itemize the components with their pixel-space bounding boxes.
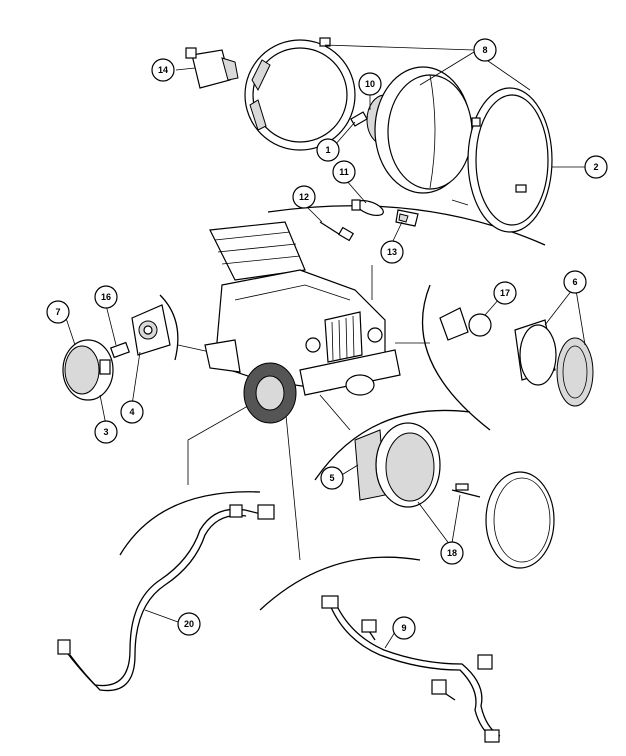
callout-8: 8 (473, 38, 497, 62)
callout-1: 1 (316, 138, 340, 162)
callout-16: 16 (94, 285, 118, 309)
svg-text:11: 11 (339, 167, 349, 177)
sidemarker-section-arc (422, 284, 491, 431)
wiring-harness-20 (57, 504, 275, 692)
wiring-harness-9 (321, 595, 501, 743)
leader-vehicle-led (319, 394, 351, 431)
svg-text:4: 4 (129, 407, 134, 417)
led-lens-18 (485, 471, 555, 569)
callout-9: 9 (392, 616, 416, 640)
svg-text:3: 3 (103, 427, 108, 437)
callout-13: 13 (380, 240, 404, 264)
callout-11: 11 (332, 160, 356, 184)
led-bulb-18 (451, 483, 481, 498)
callout-20: 20 (177, 612, 201, 636)
svg-text:1: 1 (325, 145, 330, 155)
callout-2: 2 (584, 155, 608, 179)
headlamp-bezel (451, 87, 553, 233)
leader-vehicle-h20 (187, 397, 263, 485)
svg-text:8: 8 (482, 45, 487, 55)
foglamp-section-arc (159, 294, 179, 361)
callout-14: 14 (151, 58, 175, 82)
callout-12: 12 (292, 185, 316, 209)
svg-text:5: 5 (329, 473, 334, 483)
leader-vehicle-h9 (284, 404, 301, 561)
callout-5: 5 (320, 466, 344, 490)
side-lamp-bulb-17 (439, 307, 492, 341)
led-section-arc (314, 409, 471, 481)
headlamp-module-14 (185, 47, 239, 89)
callout-6: 6 (563, 270, 587, 294)
bulb-12 (319, 221, 355, 242)
svg-text:14: 14 (158, 65, 168, 75)
harness9-section-arc (259, 556, 421, 611)
svg-text:9: 9 (401, 623, 406, 633)
harness20-section-arc (119, 491, 261, 556)
svg-text:17: 17 (500, 288, 510, 298)
fog-bracket-4 (131, 304, 171, 356)
svg-text:18: 18 (447, 548, 457, 558)
svg-text:20: 20 (184, 619, 194, 629)
svg-text:6: 6 (572, 277, 577, 287)
side-lamp-housing-6 (514, 319, 557, 386)
callout-3: 3 (94, 420, 118, 444)
callout-17: 17 (493, 281, 517, 305)
callout-leaders (65, 44, 586, 649)
callout-7: 7 (46, 300, 70, 324)
svg-text:7: 7 (55, 307, 60, 317)
socket-13 (395, 209, 419, 227)
leader-vehicle-left (177, 344, 211, 353)
fog-lamp-7 (62, 339, 114, 401)
svg-text:13: 13 (387, 247, 397, 257)
callout-10: 10 (358, 72, 382, 96)
side-lamp-lens-6 (556, 337, 594, 407)
led-headlamp-5 (354, 422, 441, 508)
headlamp-mounting-ring (244, 37, 356, 151)
svg-text:12: 12 (299, 192, 309, 202)
svg-text:10: 10 (365, 79, 375, 89)
callout-4: 4 (120, 400, 144, 424)
fog-bulb-16 (110, 341, 130, 359)
svg-text:2: 2 (593, 162, 598, 172)
bulb-11 (351, 199, 384, 216)
callout-18: 18 (440, 541, 464, 565)
svg-text:16: 16 (101, 292, 111, 302)
vehicle-jeep-front (204, 221, 401, 424)
